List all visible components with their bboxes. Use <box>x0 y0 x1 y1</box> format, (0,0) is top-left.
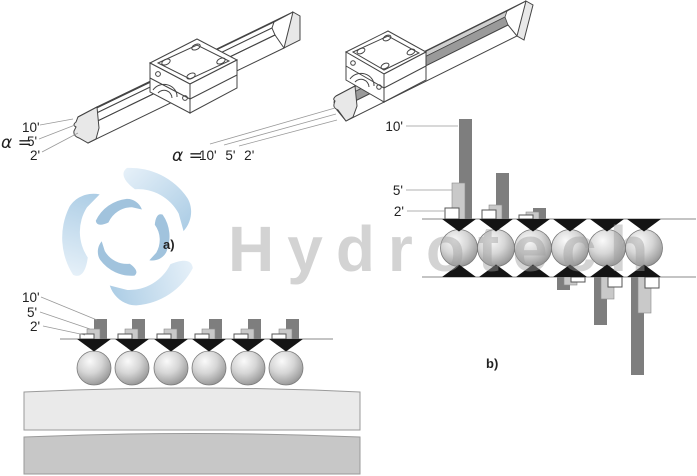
load-bar-2 <box>644 276 660 289</box>
ball <box>191 350 227 386</box>
contact-arrow <box>590 264 624 277</box>
figure-b-caption: b) <box>486 356 498 371</box>
rail-slab-lower <box>23 433 361 475</box>
block-top-plate <box>351 35 421 71</box>
load-bar-2 <box>607 276 623 288</box>
ball <box>440 229 478 267</box>
mount-hole <box>216 57 226 65</box>
ball <box>230 350 266 386</box>
ball <box>268 350 304 386</box>
rail-end-profile <box>333 85 358 122</box>
angle-value-5: 5' <box>27 305 37 320</box>
mount-hole <box>191 43 201 51</box>
angle-value-2: 2' <box>30 319 40 334</box>
rail-end-cut <box>283 11 301 49</box>
recirculation-arc <box>157 89 173 99</box>
endcap-screw <box>182 95 188 101</box>
carriage-block-left <box>148 38 239 114</box>
contact-arrow <box>516 219 550 232</box>
mount-hole <box>406 48 416 56</box>
figure-b <box>422 119 696 375</box>
mount-hole <box>161 58 171 66</box>
load-bar-2 <box>444 207 460 220</box>
alpha-label-right: α = 10' 5' 2' <box>172 107 338 166</box>
endcap-screw <box>155 71 161 77</box>
load-bar-2 <box>233 333 249 340</box>
mount-hole <box>356 47 366 55</box>
recirculation-arc <box>354 78 370 88</box>
contact-arrow <box>269 339 303 352</box>
contact-arrow <box>192 339 226 352</box>
recirculation-arc <box>349 72 375 87</box>
load-bar-2 <box>518 214 534 220</box>
contact-arrow <box>77 339 111 352</box>
endcap-screw <box>350 60 356 66</box>
load-bar-2 <box>194 333 210 340</box>
rail-end-cut <box>516 0 534 41</box>
load-bar-2 <box>570 276 586 283</box>
carriage-block-right <box>344 30 428 103</box>
rail-assembly-left <box>73 11 301 144</box>
angle-value-10: 10' <box>22 290 40 305</box>
figure-b-labels: 10' 5' 2' b) <box>385 119 498 371</box>
angle-value-5: 5' <box>393 183 403 198</box>
mount-hole <box>382 34 392 42</box>
contact-arrow <box>479 264 513 277</box>
angle-value-2: 2' <box>394 204 404 219</box>
contact-arrow <box>553 219 587 232</box>
ball <box>114 350 150 386</box>
contact-arrow <box>590 219 624 232</box>
swirl-logo <box>62 167 193 306</box>
rail-assembly-right <box>333 0 534 122</box>
load-bar-2 <box>481 209 497 220</box>
load-bar-2 <box>117 333 133 340</box>
ball <box>153 350 189 386</box>
angle-values: 10' 5' 2' <box>199 148 254 163</box>
angle-value-10: 10' <box>22 120 40 135</box>
alpha-symbol: α = <box>1 133 32 153</box>
swirl-outer <box>62 167 193 306</box>
mount-hole <box>380 62 390 70</box>
contact-arrow <box>442 264 476 277</box>
figure-a <box>60 319 333 386</box>
block-top-plate <box>156 44 231 80</box>
contact-arrow <box>627 219 661 232</box>
angle-value-5: 5' <box>27 134 37 149</box>
contact-arrow <box>115 339 149 352</box>
contact-arrow <box>154 339 188 352</box>
endcap-screw <box>376 84 382 90</box>
contact-arrow <box>442 219 476 232</box>
angle-value-10: 10' <box>385 119 403 134</box>
swirl-inner <box>95 198 170 276</box>
rail-slab-upper <box>23 387 361 431</box>
alpha-symbol: α = <box>172 146 203 166</box>
ball <box>625 229 663 267</box>
contact-arrow <box>231 339 265 352</box>
recirculation-arc <box>152 83 178 98</box>
contact-arrow <box>553 264 587 277</box>
figure-a-labels: 10' 5' 2' a) <box>22 237 175 336</box>
load-bar-2 <box>156 333 172 340</box>
contact-arrow <box>479 219 513 232</box>
ball <box>514 229 552 267</box>
ball <box>588 229 626 267</box>
ball <box>551 229 589 267</box>
load-bar-2 <box>271 333 287 340</box>
ball <box>76 350 112 386</box>
mount-hole <box>186 72 196 80</box>
rail-end-profile <box>73 106 100 144</box>
ball <box>477 229 515 267</box>
contact-arrow <box>627 264 661 277</box>
alpha-label-left: α = 10' 5' 2' <box>1 118 79 163</box>
angle-value-2: 2' <box>30 148 40 163</box>
block-seam <box>149 74 238 100</box>
contact-arrow <box>516 264 550 277</box>
load-bar-10 <box>533 208 546 219</box>
figure-a-caption: a) <box>163 237 175 252</box>
